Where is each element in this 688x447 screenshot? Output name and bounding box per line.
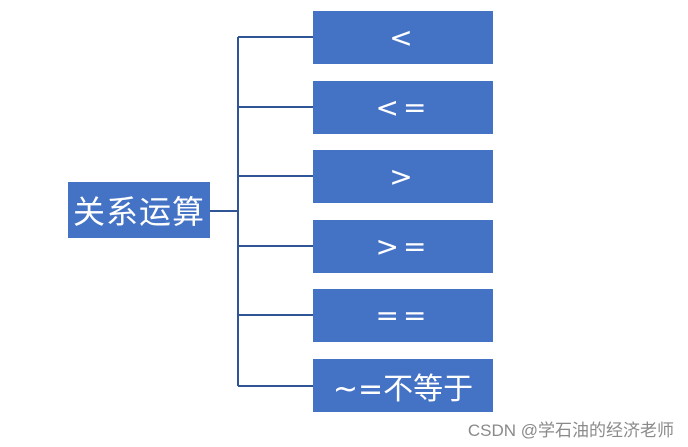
leaf-node-not-equal: ~=不等于 — [313, 359, 493, 412]
leaf-node-label: > — [389, 160, 417, 193]
leaf-node-label: <= — [375, 91, 431, 124]
root-node-relational-operations: 关系运算 — [68, 182, 210, 238]
leaf-node-label: >= — [375, 230, 431, 263]
leaf-node-greater-equal: >= — [313, 220, 493, 273]
leaf-node-less-than: < — [313, 11, 493, 64]
leaf-node-less-equal: <= — [313, 81, 493, 134]
csdn-watermark: CSDN @学石油的经济老师 — [467, 421, 674, 440]
leaf-node-greater-than: > — [313, 150, 493, 203]
leaf-node-label: ~=不等于 — [332, 371, 474, 407]
leaf-node-label: < — [389, 21, 417, 54]
leaf-node-equal: == — [313, 289, 493, 342]
root-node-label: 关系运算 — [72, 193, 205, 231]
leaf-node-label: == — [375, 299, 431, 332]
